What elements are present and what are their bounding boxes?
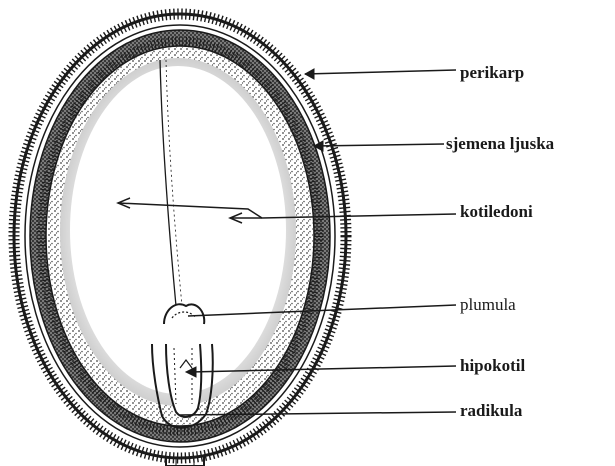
label-perikarp: perikarp	[460, 64, 524, 81]
label-radikula: radikula	[460, 402, 522, 419]
arrow-perikarp	[305, 69, 456, 79]
label-plumula: plumula	[460, 296, 516, 313]
label-hipokotil: hipokotil	[460, 357, 525, 374]
label-sjemena-ljuska: sjemena ljuska	[446, 135, 554, 152]
label-kotiledoni: kotiledoni	[460, 203, 533, 220]
